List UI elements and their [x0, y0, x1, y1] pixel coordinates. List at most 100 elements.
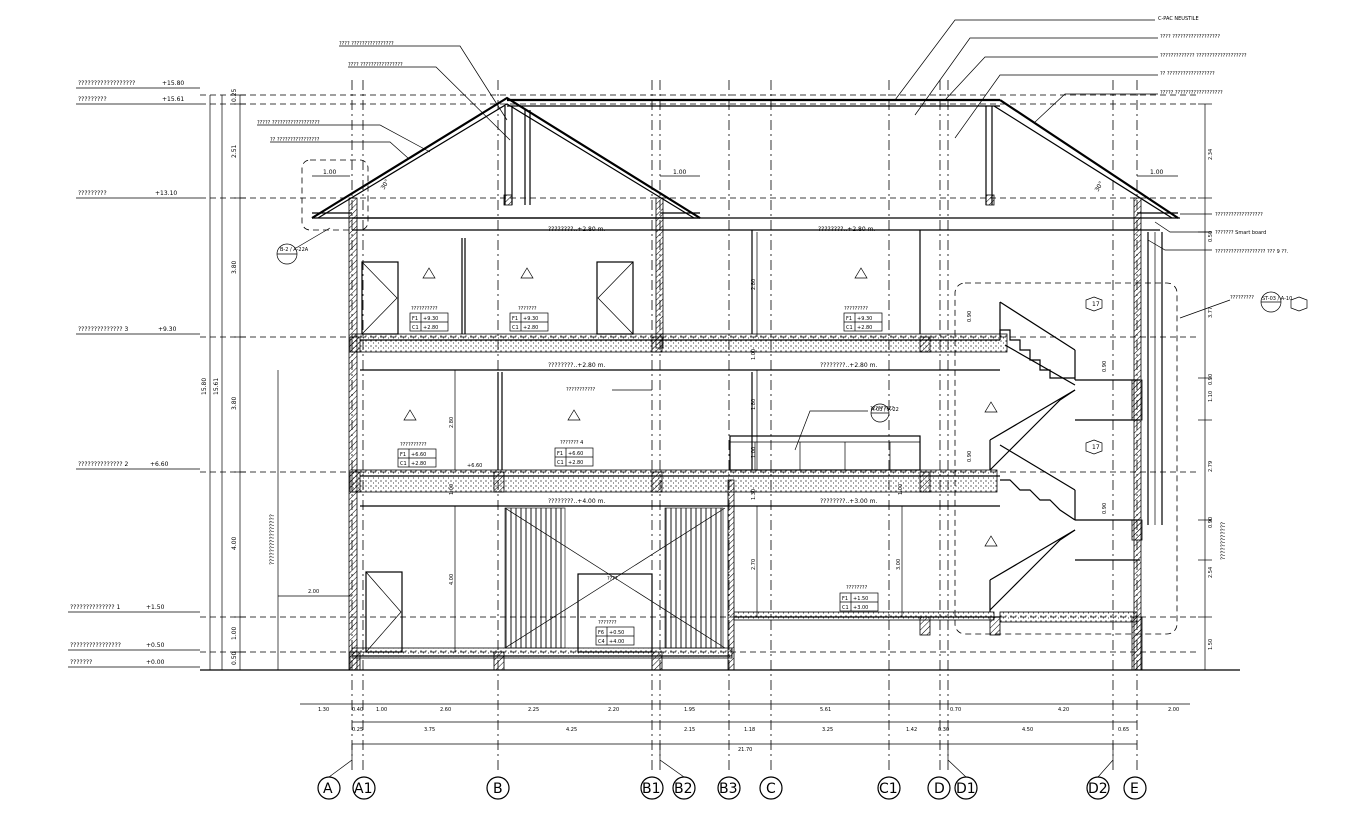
dim-b1-7: 1.95: [684, 707, 695, 713]
dim-b1-1: 1.30: [318, 707, 329, 713]
roof-angle-left: 30°: [380, 178, 391, 191]
room-cv-2: +2.80: [523, 325, 538, 331]
grid-axis-b1: B1: [642, 781, 661, 797]
bottom-room-label: ????: [607, 576, 618, 582]
dim-b2-6: 3.25: [822, 727, 833, 733]
right-dim-5: 1.10: [1208, 391, 1214, 402]
int-dim-3: 1.80: [751, 399, 757, 410]
int-dim-12: 0.90: [967, 451, 973, 462]
railing: [729, 435, 921, 471]
room-name-6: ????????: [846, 585, 868, 591]
room-name-1: ??????????: [411, 306, 438, 312]
left-dim-total-2: 15.80: [201, 378, 208, 395]
dim-b2-5: 1.18: [744, 727, 755, 733]
level-name-floor3: ?????????????? 3: [78, 326, 128, 333]
callout-6: ???? ??????????????????: [1160, 34, 1220, 40]
dim-b2-8: 0.30: [938, 727, 949, 733]
int-dim-4: 1.00: [751, 447, 757, 458]
stair-number-2: 17: [1092, 444, 1100, 451]
roof: 1.00 1.00 1.00 30° 30°: [301, 96, 1180, 231]
section-ref: ?????????: [1230, 295, 1254, 301]
room-fv-3: +9.30: [857, 316, 872, 322]
room-name-2: ???????: [518, 306, 537, 312]
room-name-5: ??????? 4: [560, 440, 583, 446]
level-value-eave: +13.10: [155, 190, 177, 197]
level-value-ground: +0.50: [146, 642, 165, 649]
right-dimensions: 2.34 0.50 3.77 0.90 1.10 2.79 0.90 2.54 …: [1198, 103, 1214, 671]
int-dim-15: 1.00: [898, 484, 904, 495]
int-dim-7: 4.00: [449, 574, 455, 585]
eave-dim-3: 1.00: [1150, 169, 1164, 176]
callout-10: ??????????????????: [1215, 212, 1263, 218]
right-dim-9: 1.50: [1208, 639, 1214, 650]
side-label-right: ????????????: [1220, 522, 1227, 560]
dim-b2-2: 3.75: [424, 727, 435, 733]
right-dim-7: 0.90: [1208, 517, 1214, 528]
room-fv-2: +9.30: [523, 316, 538, 322]
room-cv-6: +3.00: [853, 605, 868, 611]
grid-lines: [351, 80, 1138, 770]
int-dim-9: 1.00: [449, 484, 455, 495]
dim-b2-4: 2.15: [684, 727, 695, 733]
side-label: ????????????????: [269, 514, 276, 565]
detail-ref-3: ST-03 / A-10: [1262, 296, 1292, 302]
room-cv-4: +2.80: [411, 461, 426, 467]
lobby-louvers: [504, 507, 726, 649]
ceiling-5: ????????..+4.00 m.: [548, 498, 605, 505]
int-dim-1: 2.80: [751, 279, 757, 290]
room-f-3: F1: [846, 316, 852, 322]
room-c-2: C1: [512, 325, 519, 331]
int-dim-14: 0.90: [1102, 503, 1108, 514]
ceiling-labels: ????????..+2.80 m. ????????..+2.80 m. ??…: [548, 226, 877, 505]
room-fv-7: +0.50: [609, 630, 624, 636]
room-cv-5: +2.80: [568, 460, 583, 466]
grid-axis-a: A: [323, 781, 333, 797]
callout-7: ????????????? ???????????????????: [1160, 53, 1247, 59]
detail-ref-1: B-2 / A-22A: [280, 247, 309, 253]
railing-label: ?????????: [870, 406, 894, 412]
dim-b1-2: 0.40: [352, 707, 363, 713]
level-value-floor2: +6.60: [150, 461, 169, 468]
room-c-5: C1: [557, 460, 564, 466]
left-dim-total-1: 15.61: [213, 378, 220, 395]
room-name-4: ??????????: [400, 442, 427, 448]
dim-b2-10: 0.65: [1118, 727, 1129, 733]
right-dim-4: 0.90: [1208, 374, 1214, 385]
left-dim-5: 4.00: [231, 536, 238, 550]
grid-axis-c1: C1: [879, 781, 898, 797]
level-name-zero: ???????: [70, 659, 92, 666]
room-cv-7: +4.00: [609, 639, 624, 645]
room-name-7: ???????: [598, 620, 617, 626]
staircase: 17 17: [954, 232, 1308, 635]
room-fv-6: +1.50: [853, 596, 868, 602]
left-dim-2: 2.51: [231, 144, 238, 158]
level-labels: ?????????????????? +15.80 ????????? +15.…: [68, 80, 200, 668]
level-name-floor2: ?????????????? 2: [78, 461, 128, 468]
grid-axis-b3: B3: [719, 781, 738, 797]
doors: [361, 261, 653, 653]
int-dim-8: 2.80: [449, 417, 455, 428]
room-f-6: F1: [842, 596, 848, 602]
right-dim-8: 2.54: [1208, 567, 1214, 578]
dim-total-bottom: 21.70: [738, 747, 752, 753]
room-name-3: ?????????: [844, 306, 868, 312]
int-dim-6: 2.70: [751, 559, 757, 570]
callout-4: ?? ????????????????: [270, 137, 320, 143]
ceiling-6: ????????..+3.00 m.: [820, 498, 877, 505]
roof-angle-right: 30°: [1094, 180, 1105, 193]
int-dim-11: 0.90: [967, 311, 973, 322]
int-dim-5: 1.30: [751, 489, 757, 500]
ceiling-3: ????????..+2.80 m.: [548, 362, 605, 369]
room-f-5: F1: [557, 451, 563, 457]
room-f-4: F1: [400, 452, 406, 458]
room-f-1: F1: [412, 316, 418, 322]
callout-8: ?? ??????????????????: [1160, 71, 1215, 77]
room-cv-1: +2.80: [423, 325, 438, 331]
structure: [348, 197, 1143, 671]
grid-axis-b: B: [493, 781, 503, 797]
grid-axis-c: C: [766, 781, 776, 797]
left-dim-6: 1.00: [231, 626, 238, 640]
dim-b1-4: 2.60: [440, 707, 451, 713]
stair-number-1: 17: [1092, 301, 1100, 308]
room-f-7: F6: [598, 630, 604, 636]
